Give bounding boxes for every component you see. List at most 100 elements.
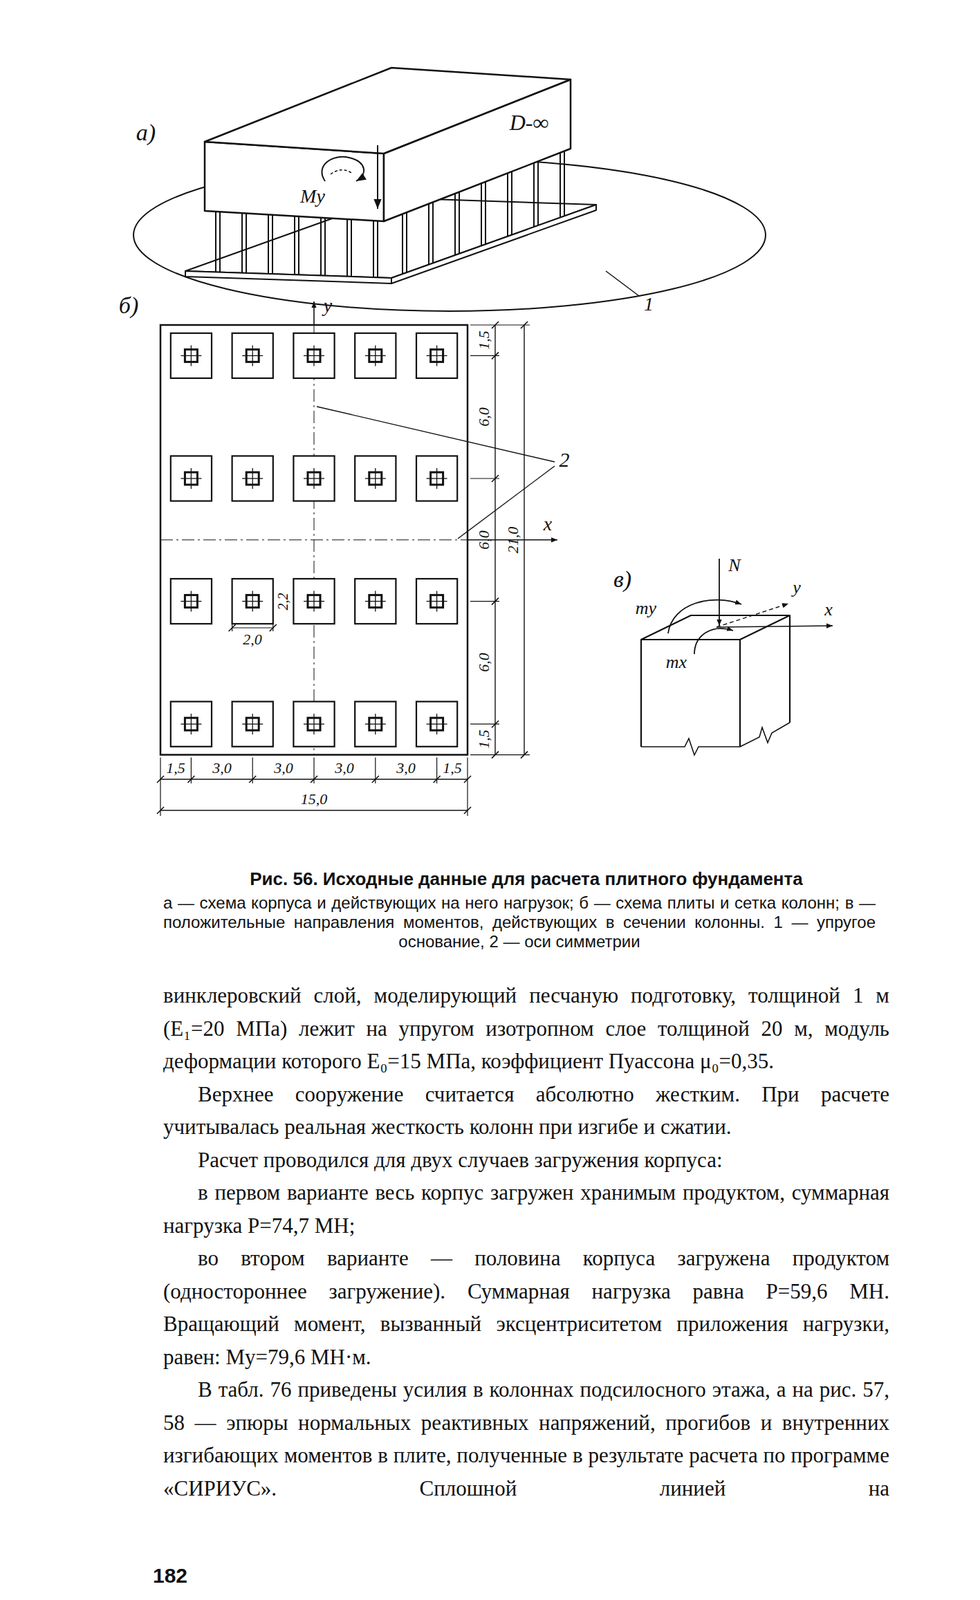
- dimension-label: 3,0: [334, 760, 355, 777]
- dimension-tick: [491, 751, 499, 759]
- column-line: [219, 211, 221, 273]
- paragraph: винклеровский слой, моделирующий песчану…: [163, 979, 890, 1079]
- extension-line: [466, 757, 468, 817]
- column-section: [307, 595, 321, 608]
- column-pad: [293, 455, 335, 501]
- column-line: [405, 212, 408, 273]
- column-pad: [293, 578, 335, 624]
- dimension-tick: [520, 751, 528, 759]
- dimension-tick: [491, 475, 499, 483]
- column-pad: [416, 701, 458, 747]
- dimension-tick: [491, 720, 499, 728]
- dimension-label: 3,0: [212, 760, 232, 777]
- column-line: [533, 163, 535, 228]
- column-section: [369, 349, 382, 362]
- column-line: [480, 183, 483, 246]
- moment-arrow-back: [330, 170, 352, 175]
- moment-label: my: [635, 598, 657, 619]
- column-line: [271, 214, 274, 274]
- foundation-plate-edge: [185, 271, 392, 284]
- paragraph: Верхнее сооружение считается абсолютно ж…: [163, 1078, 890, 1144]
- axis-label: y: [792, 578, 801, 599]
- column-line: [458, 192, 460, 254]
- page-number: 182: [152, 1564, 188, 1588]
- column-pad: [170, 333, 212, 379]
- dimension-tick: [491, 598, 499, 606]
- silo-body-top: [204, 67, 571, 154]
- body-text: винклеровский слой, моделирующий песчану…: [163, 979, 890, 1505]
- column-pad: [170, 701, 212, 747]
- column-line: [506, 172, 509, 236]
- column-line: [376, 220, 379, 278]
- moment-arc: [694, 628, 734, 655]
- axis-arrow: [716, 603, 789, 628]
- silo-body-front: [204, 141, 384, 222]
- column-line: [298, 216, 300, 276]
- column-line: [432, 201, 434, 263]
- dimension-label: 1,5: [442, 760, 462, 777]
- dimension-label: 1,5: [165, 760, 186, 777]
- column-line: [484, 181, 487, 245]
- column-line: [537, 161, 539, 226]
- column-pad: [170, 578, 212, 624]
- column-section: [246, 349, 259, 362]
- dimension-label: 3,0: [273, 760, 294, 777]
- axis-label: x: [824, 600, 833, 621]
- caption-text: а — схема корпуса и действующих на него …: [163, 893, 876, 952]
- column-line: [559, 152, 561, 218]
- callout-number: 2: [559, 448, 570, 471]
- column-line: [245, 213, 247, 274]
- figure-caption: Рис. 56. Исходные данные для расчета пли…: [163, 868, 890, 891]
- column-section: [430, 595, 444, 608]
- column-section: [184, 717, 198, 731]
- dimension-tick: [372, 775, 379, 783]
- column-section: [246, 595, 259, 608]
- column-line: [428, 204, 430, 265]
- paragraph: во втором варианте — половина корпуса за…: [163, 1242, 890, 1374]
- axis-arrow: [313, 301, 315, 326]
- column-pad: [293, 333, 335, 379]
- column-section: [430, 349, 444, 362]
- column-section: [246, 717, 259, 731]
- column-pad: [416, 333, 458, 379]
- figure-letter: б): [118, 292, 139, 319]
- column-line: [563, 151, 566, 217]
- dimension-line: [494, 325, 496, 756]
- extension-line: [470, 324, 530, 326]
- column-line: [401, 214, 404, 275]
- column-section: [307, 349, 321, 362]
- column-line: [511, 171, 513, 236]
- dimension-tick: [433, 775, 441, 783]
- axis-label: x: [543, 513, 552, 536]
- column-line: [320, 217, 322, 276]
- column-section: [307, 717, 321, 731]
- column-section: [369, 595, 382, 608]
- dimension-tick: [187, 775, 195, 783]
- dimension-label: 6,0: [475, 407, 493, 427]
- figure-letter: в): [613, 566, 632, 593]
- dimension-label: 1,5: [475, 330, 493, 350]
- column-line: [346, 219, 348, 277]
- moment-arc: [668, 600, 742, 634]
- dimension-tick: [464, 775, 471, 783]
- column-section: [369, 472, 382, 485]
- column-line: [324, 217, 326, 276]
- paragraph: в первом варианте весь корпус загружен х…: [163, 1176, 890, 1243]
- stiffness-label: D-∞: [509, 110, 550, 135]
- column-pad: [232, 333, 274, 379]
- figure-letter: а): [136, 119, 156, 146]
- column-line: [293, 216, 296, 276]
- column-line: [215, 211, 217, 273]
- axis-label: N: [728, 556, 741, 577]
- dimension-label: 6,0: [475, 652, 493, 673]
- column-line: [454, 193, 456, 256]
- column-line: [350, 219, 353, 277]
- dimension-tick: [156, 775, 164, 783]
- dimension-tick: [248, 775, 256, 783]
- column-section: [430, 717, 444, 731]
- column-edge: [640, 639, 642, 747]
- dimension-label: 3,0: [396, 760, 416, 777]
- dimension-label: 6,0: [475, 530, 493, 550]
- column-line: [267, 214, 270, 274]
